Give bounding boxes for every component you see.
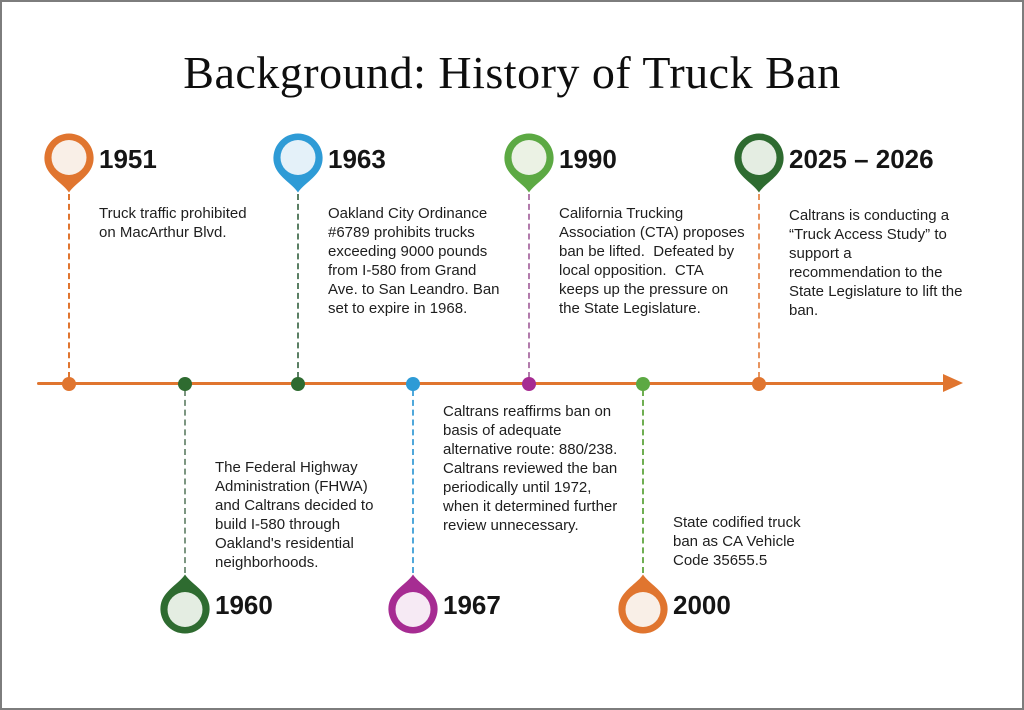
connector-dashed-line	[68, 194, 70, 378]
event-description: California Trucking Association (CTA) pr…	[559, 205, 749, 317]
connector-dashed-line	[642, 390, 644, 573]
event-description: Caltrans is conducting a “Truck Access S…	[789, 207, 967, 319]
timeline-axis-arrowhead-icon	[943, 374, 963, 392]
axis-dot	[291, 377, 305, 391]
map-pin-icon	[44, 133, 94, 193]
event-year-label: 1967	[443, 590, 501, 620]
event-year-label: 2025 – 2026	[789, 144, 934, 174]
axis-dot	[406, 377, 420, 391]
event-year-label: 2000	[673, 590, 731, 620]
event-year-label: 1960	[215, 590, 273, 620]
connector-dashed-line	[412, 390, 414, 573]
timeline-axis	[37, 382, 945, 385]
event-description: Caltrans reaffirms ban on basis of adequ…	[443, 403, 626, 534]
event-description: Oakland City Ordinance #6789 prohibits t…	[328, 205, 504, 317]
event-year-label: 1951	[99, 144, 157, 174]
map-pin-icon	[388, 574, 438, 634]
axis-dot	[752, 377, 766, 391]
event-year-label: 1963	[328, 144, 386, 174]
event-year-label: 1990	[559, 144, 617, 174]
event-description: The Federal Highway Administration (FHWA…	[215, 459, 378, 571]
map-pin-icon	[504, 133, 554, 193]
event-description: State codified truck ban as CA Vehicle C…	[673, 514, 805, 569]
event-description: Truck traffic prohibited on MacArthur Bl…	[99, 205, 251, 241]
connector-dashed-line	[528, 194, 530, 378]
connector-dashed-line	[184, 390, 186, 573]
axis-dot	[636, 377, 650, 391]
connector-dashed-line	[297, 194, 299, 378]
connector-dashed-line	[758, 194, 760, 378]
axis-dot	[178, 377, 192, 391]
map-pin-icon	[273, 133, 323, 193]
map-pin-icon	[160, 574, 210, 634]
page-title: Background: History of Truck Ban	[183, 47, 841, 98]
axis-dot	[522, 377, 536, 391]
map-pin-icon	[618, 574, 668, 634]
map-pin-icon	[734, 133, 784, 193]
axis-dot	[62, 377, 76, 391]
